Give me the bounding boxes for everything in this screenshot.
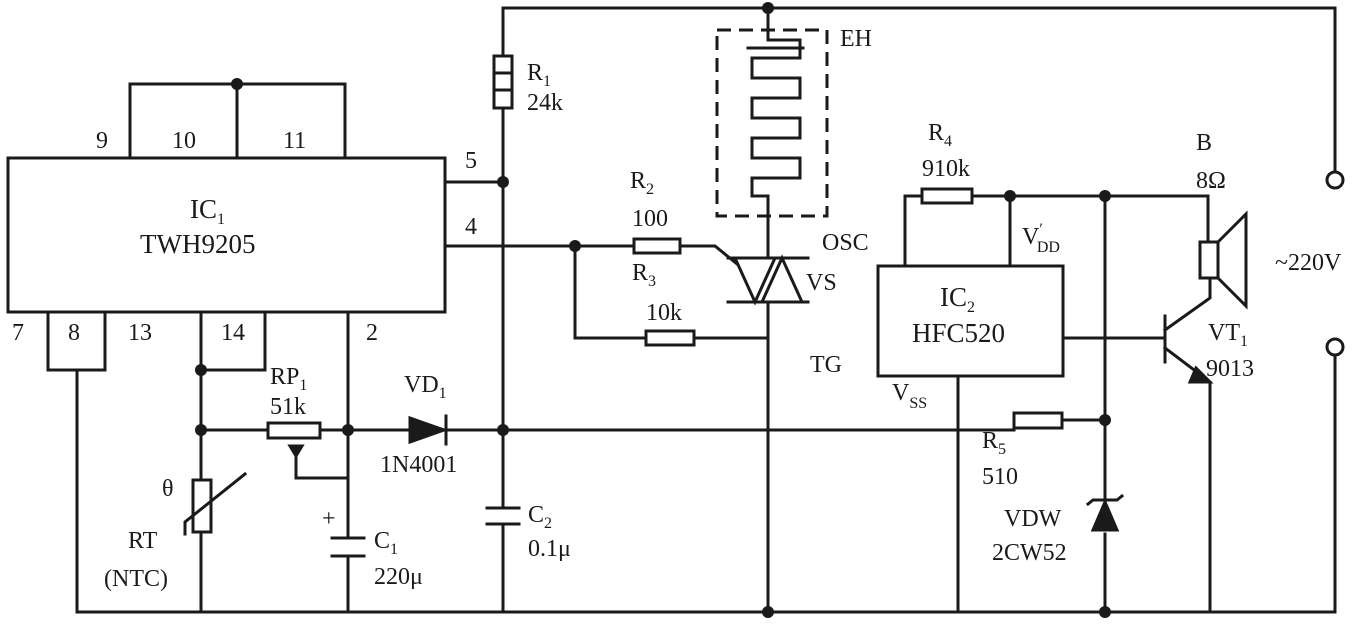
ic1-pin-4: 4 bbox=[465, 214, 477, 240]
speaker-ref: B bbox=[1196, 130, 1212, 156]
ic1-pin-5: 5 bbox=[465, 148, 477, 174]
capacitor-c1: + C1 220μ bbox=[322, 506, 423, 590]
ic1-pin-2: 2 bbox=[366, 320, 378, 346]
vs-label: VS bbox=[806, 270, 837, 296]
vd1-ref: VD1 bbox=[404, 372, 447, 402]
r4-value: 910k bbox=[922, 156, 970, 182]
r1-value: 24k bbox=[527, 90, 563, 116]
rt-theta: θ bbox=[162, 476, 174, 502]
resistor-r3: R3 10k bbox=[632, 260, 696, 347]
junction-dots bbox=[195, 2, 1111, 618]
resistor-r5: R5 510 bbox=[982, 411, 1064, 490]
r4-ref: R4 bbox=[928, 120, 952, 150]
r2-value: 100 bbox=[632, 206, 668, 232]
ic2-vss-label: VSS bbox=[892, 380, 927, 412]
ic2-chip: IC2 HFC520 OSC TG V′DD VSS bbox=[810, 221, 1065, 412]
resistor-r4: R4 910k bbox=[920, 120, 974, 205]
zener-vdw: VDW 2CW52 bbox=[992, 493, 1125, 566]
ic1-ref: IC1 bbox=[190, 194, 225, 228]
ic1-pin-13: 13 bbox=[128, 320, 152, 346]
c2-value: 0.1μ bbox=[528, 536, 571, 562]
ic1-pin-8: 8 bbox=[68, 320, 80, 346]
ic2-osc-label: OSC bbox=[822, 230, 869, 256]
transistor-vt1: VT1 9013 bbox=[1187, 320, 1254, 384]
rt-type: (NTC) bbox=[104, 566, 168, 592]
ic1-pin-10: 10 bbox=[172, 128, 196, 154]
mains-terminals: ~220V bbox=[1275, 170, 1345, 357]
diode-vd1: VD1 1N4001 bbox=[380, 372, 457, 478]
ic1-pin-14: 14 bbox=[221, 320, 245, 346]
ic1-pin-7: 7 bbox=[12, 320, 24, 346]
ic1-chip: IC1 TWH9205 9 10 11 5 4 7 8 13 14 2 bbox=[6, 128, 477, 346]
resistor-r1: R1 24k bbox=[492, 54, 563, 116]
ic1-pin-11: 11 bbox=[283, 128, 306, 154]
capacitor-c2: C2 0.1μ bbox=[485, 502, 571, 562]
ic1-pin-9: 9 bbox=[96, 128, 108, 154]
r2-ref: R2 bbox=[630, 168, 654, 198]
potentiometer-rp1: RP1 51k bbox=[266, 364, 322, 459]
ic2-part: HFC520 bbox=[912, 318, 1005, 348]
rt-ref: RT bbox=[128, 528, 158, 554]
vdw-part: 2CW52 bbox=[992, 540, 1067, 566]
ic2-tg-label: TG bbox=[810, 352, 842, 378]
ic2-ref: IC2 bbox=[940, 282, 975, 316]
resistor-r2: R2 100 bbox=[630, 168, 682, 255]
vt1-part: 9013 bbox=[1206, 356, 1254, 382]
vt1-ref: VT1 bbox=[1208, 320, 1248, 350]
c1-polarity: + bbox=[322, 506, 336, 532]
ic2-vdd-label: V′DD bbox=[1022, 221, 1060, 256]
triac-vs: VS bbox=[726, 254, 837, 306]
c2-ref: C2 bbox=[528, 502, 552, 532]
vdw-ref: VDW bbox=[1004, 506, 1062, 532]
r5-value: 510 bbox=[982, 464, 1018, 490]
c1-ref: C1 bbox=[374, 528, 398, 558]
eh-label: EH bbox=[840, 26, 872, 52]
r5-ref: R5 bbox=[982, 428, 1006, 458]
rp1-value: 51k bbox=[270, 394, 306, 420]
ic1-part: TWH9205 bbox=[140, 229, 255, 259]
rp1-ref: RP1 bbox=[270, 364, 307, 394]
r1-ref: R1 bbox=[527, 60, 551, 90]
c1-value: 220μ bbox=[374, 564, 423, 590]
speaker-value: 8Ω bbox=[1196, 168, 1226, 194]
mains-label: ~220V bbox=[1275, 250, 1342, 276]
r3-value: 10k bbox=[646, 300, 682, 326]
heater-eh: EH bbox=[715, 26, 872, 218]
wires bbox=[46, 6, 1337, 614]
vd1-part: 1N4001 bbox=[380, 452, 457, 478]
thermistor-rt: θ RT (NTC) bbox=[104, 471, 248, 592]
speaker-b: B 8Ω bbox=[1196, 130, 1248, 310]
r3-ref: R3 bbox=[632, 260, 656, 290]
